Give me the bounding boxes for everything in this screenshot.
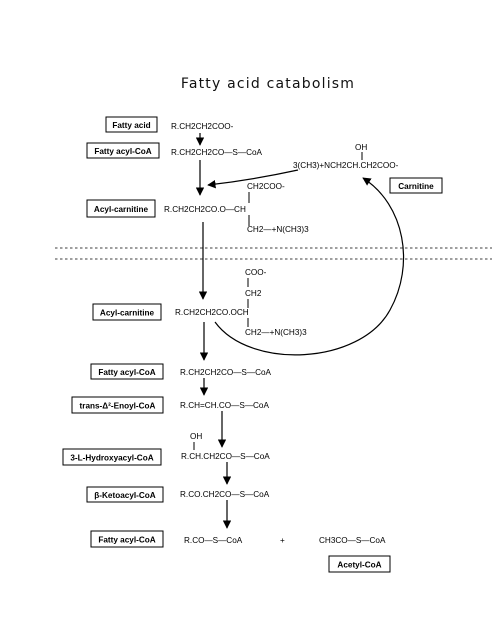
svg-text:Fatty acid: Fatty acid — [112, 121, 150, 130]
formula-acyl-carnitine-2-main: R.CH2CH2CO.OCH — [175, 308, 249, 317]
svg-text:Acyl-carnitine: Acyl-carnitine — [100, 309, 155, 318]
formula-acetyl-coa: CH3CO—S—CoA — [319, 536, 386, 545]
label-carnitine: Carnitine — [389, 177, 443, 194]
formula-acyl-carnitine-2-top: COO- — [245, 268, 267, 277]
label-ketoacyl-coa: β-Ketoacyl-CoA — [86, 486, 164, 503]
label-fatty-acyl-coa-3: Fatty acyl-CoA — [90, 530, 164, 548]
formula-acyl-carnitine-2-mid: CH2 — [245, 289, 262, 298]
formula-ketoacyl-coa: R.CO.CH2CO—S—CoA — [180, 490, 270, 499]
formula-fatty-acid: R.CH2CH2COO- — [171, 122, 234, 131]
label-fatty-acid: Fatty acid — [105, 116, 158, 133]
label-acyl-carnitine-1: Acyl-carnitine — [86, 199, 156, 218]
svg-text:Fatty acyl-CoA: Fatty acyl-CoA — [98, 536, 155, 545]
label-fatty-acyl-coa-2: Fatty acyl-CoA — [90, 363, 164, 380]
svg-text:3-L-Hydroxyacyl-CoA: 3-L-Hydroxyacyl-CoA — [70, 454, 153, 463]
arrow-carnitine-return — [214, 177, 405, 356]
formula-enoyl-coa: R.CH=CH.CO—S—CoA — [180, 401, 269, 410]
label-hydroxyacyl-coa: 3-L-Hydroxyacyl-CoA — [62, 448, 162, 466]
formula-acyl-carnitine-1-bottom: CH2—+N(CH3)3 — [247, 225, 309, 234]
diagram-title: Fatty acid catabolism — [181, 76, 355, 92]
formula-product-acyl-coa: R.CO—S—CoA — [184, 536, 243, 545]
formula-fatty-acyl-coa-1: R.CH2CH2CO—S—CoA — [171, 148, 263, 157]
label-enoyl-coa: trans-Δ²-Enoyl-CoA — [71, 396, 164, 414]
svg-text:trans-Δ²-Enoyl-CoA: trans-Δ²-Enoyl-CoA — [80, 402, 156, 411]
svg-text:Carnitine: Carnitine — [398, 182, 434, 191]
arrow-carnitine-in — [207, 169, 299, 189]
formula-acyl-carnitine-2-bottom: CH2—+N(CH3)3 — [245, 328, 307, 337]
svg-text:β-Ketoacyl-CoA: β-Ketoacyl-CoA — [94, 491, 155, 500]
formula-hydroxyacyl-coa: R.CH.CH2CO—S—CoA — [181, 452, 270, 461]
formula-carnitine-oh: OH — [355, 143, 367, 152]
formula-fatty-acyl-coa-2: R.CH2CH2CO—S—CoA — [180, 368, 272, 377]
formula-acyl-carnitine-1-top: CH2COO- — [247, 182, 285, 191]
svg-text:Acyl-carnitine: Acyl-carnitine — [94, 205, 149, 214]
svg-text:Fatty acyl-CoA: Fatty acyl-CoA — [98, 368, 155, 377]
plus-sign: + — [280, 536, 285, 545]
svg-text:Acetyl-CoA: Acetyl-CoA — [337, 561, 381, 570]
formula-hydroxyacyl-oh: OH — [190, 432, 202, 441]
label-acetyl-coa: Acetyl-CoA — [328, 555, 391, 573]
label-acyl-carnitine-2: Acyl-carnitine — [92, 303, 162, 321]
label-fatty-acyl-coa-1: Fatty acyl-CoA — [86, 142, 160, 159]
svg-text:Fatty acyl-CoA: Fatty acyl-CoA — [94, 147, 151, 156]
formula-acyl-carnitine-1-main: R.CH2CH2CO.O—CH — [164, 205, 246, 214]
formula-carnitine: 3(CH3)+NCH2CH.CH2COO- — [293, 161, 399, 170]
